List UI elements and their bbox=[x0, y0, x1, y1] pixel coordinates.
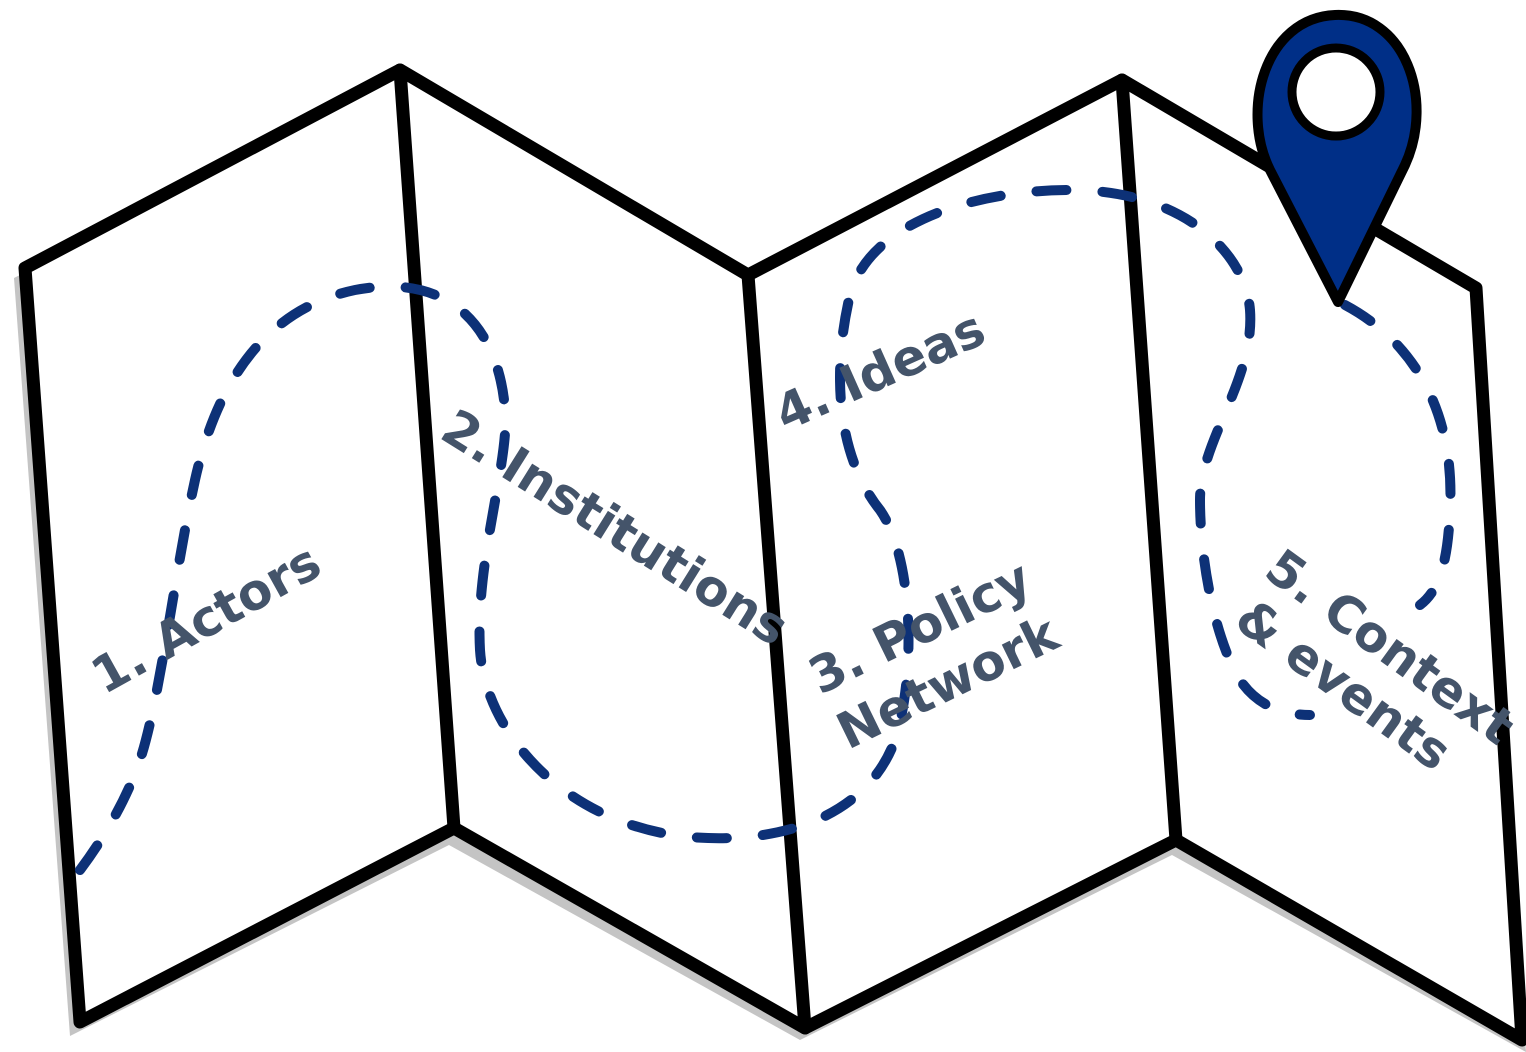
map-pin-icon bbox=[1252, 9, 1422, 307]
dashed-route-path bbox=[75, 184, 1315, 875]
fold-line-1 bbox=[393, 63, 461, 835]
dashed-route-loop bbox=[1340, 300, 1456, 610]
fold-line-3 bbox=[1115, 73, 1183, 847]
fold-line-2 bbox=[741, 268, 812, 1035]
